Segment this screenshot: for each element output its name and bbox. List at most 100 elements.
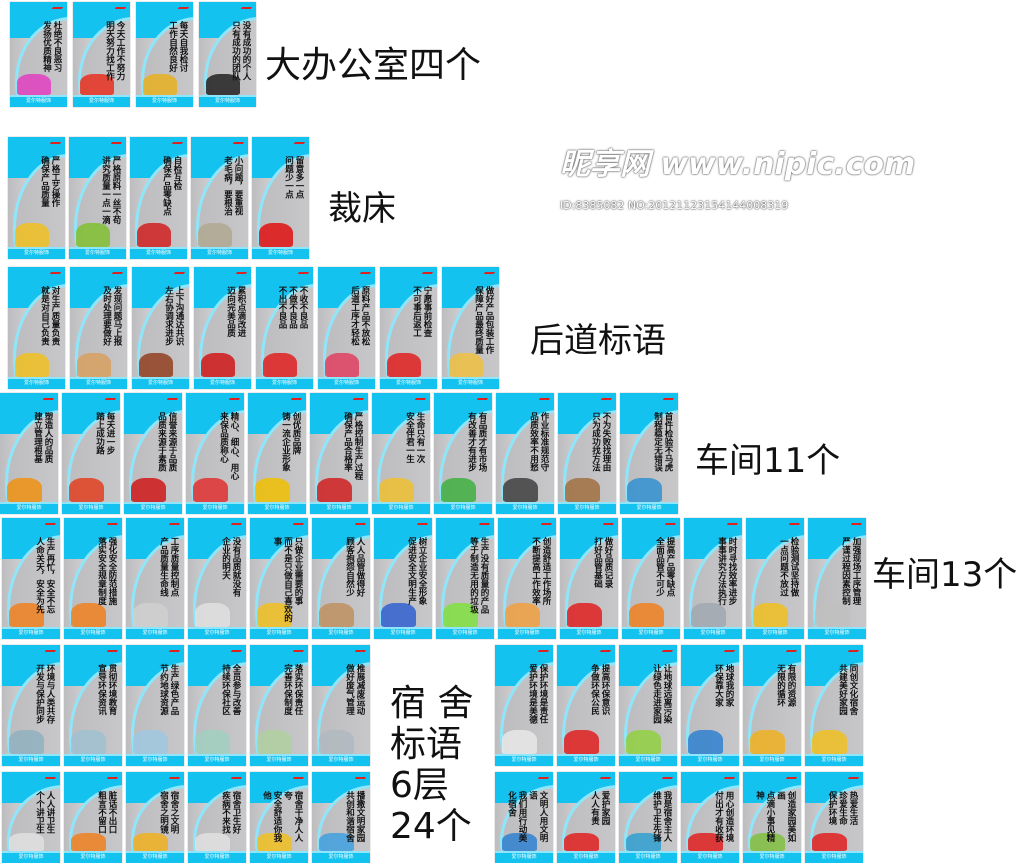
poster-illustration — [380, 602, 416, 627]
slogan-poster: 爱护家园人人有责爱尔特服饰 — [557, 772, 615, 863]
slogan-poster: 塑造人的品质建立管理根基爱尔特服饰 — [0, 393, 58, 514]
slogan-poster: 创造家园美如画点滴小事见精神爱尔特服饰 — [743, 772, 801, 863]
slogan-line: 播撒文明家园 — [355, 791, 365, 842]
poster-slogan: 人人品管做得好顾客抱怨自然少 — [316, 537, 366, 626]
slogan-line: 让绿色走进家园 — [651, 664, 662, 724]
poster-illustration — [70, 832, 106, 851]
slogan-line: 地球我的家 — [724, 664, 734, 707]
poster-slogan: 杜绝不良恶习发扬优质精神 — [14, 21, 63, 94]
slogan-line: 精心、细心、用心 — [229, 412, 239, 480]
slogan-poster: 推展减废运动做好废气管理爱尔特服饰 — [312, 645, 370, 766]
poster-slogan: 宿舍卫生好疾病不来找 — [192, 791, 242, 850]
slogan-poster: 严格工艺操作确保产品质量爱尔特服饰 — [8, 137, 65, 259]
poster-slogan: 生命只有一次安全伴君一生 — [376, 412, 426, 501]
slogan-poster: 精心、细心、用心来保品质称心爱尔特服饰 — [186, 393, 244, 514]
poster-slogan: 加强现场工序管理严谨过程因素控制 — [812, 537, 862, 626]
poster-illustration — [501, 832, 537, 851]
slogan-line: 人人品管做得好 — [355, 537, 365, 597]
slogan-poster: 地球我的家环保靠大家爱尔特服饰 — [681, 645, 739, 766]
slogan-poster: 脏话不出口粗言不留口爱尔特服饰 — [64, 772, 122, 863]
poster-slogan: 严格工艺操作确保产品质量 — [12, 156, 61, 246]
poster-slogan: 留意多一点问题少一点 — [256, 156, 305, 246]
poster-illustration — [811, 729, 847, 754]
poster-illustration — [501, 729, 537, 754]
poster-illustration — [14, 352, 50, 377]
slogan-poster: 热爱生活珍爱生命保护环境爱尔特服饰 — [805, 772, 863, 863]
poster-brand-strip: 爱尔特服饰 — [126, 754, 184, 766]
poster-brand-strip: 爱尔特服饰 — [188, 851, 246, 863]
poster-slogan: 自检互检确保产品零缺点 — [134, 156, 183, 246]
slogan-line: 安全伴君一生 — [404, 412, 415, 463]
poster-brand-strip: 爱尔特服饰 — [8, 247, 65, 259]
poster-brand-strip: 爱尔特服饰 — [622, 627, 680, 639]
slogan-line: 珍爱生命 — [837, 791, 848, 825]
poster-illustration — [563, 729, 599, 754]
group-label-finishing: 后道标语 — [530, 321, 666, 361]
slogan-poster: 落实环保责任完善环保制度爱尔特服饰 — [250, 645, 308, 766]
poster-illustration — [76, 352, 112, 377]
poster-slogan: 时时寻找效率进步事事讲究方法执行 — [688, 537, 738, 626]
slogan-poster: 文明人用文明语我们用行动美化宿舍爱尔特服饰 — [495, 772, 553, 863]
slogan-line: 宿舍干净人人夸 — [282, 791, 304, 842]
poster-illustration — [442, 602, 478, 627]
poster-illustration — [752, 602, 788, 627]
slogan-line: 强化安全防范措施 — [107, 537, 117, 605]
slogan-poster: 强化安全防范措施落实安全规章制度爱尔特服饰 — [64, 518, 122, 639]
slogan-poster: 发现问题马上报及时处理要做好爱尔特服饰 — [70, 267, 127, 389]
poster-brand-strip: 爱尔特服饰 — [124, 502, 182, 514]
poster-slogan: 树立企业安全形象促进安全文明生产 — [378, 537, 428, 626]
slogan-line: 后道工序才轻松 — [349, 286, 360, 346]
slogan-poster: 没有品质就没有企业的明天爱尔特服饰 — [188, 518, 246, 639]
slogan-line: 宿舍卫生好 — [231, 791, 241, 834]
group-label-dorm-3: 6层 — [390, 765, 449, 806]
slogan-line: 品质效率不用愁 — [528, 412, 539, 472]
slogan-line: 有限的资源 — [786, 664, 796, 707]
poster-slogan: 推展减废运动做好废气管理 — [316, 664, 366, 753]
slogan-poster: 不为失败找理由只为成功找方法爱尔特服饰 — [558, 393, 616, 514]
slogan-line: 今天工作不努力 — [115, 21, 125, 81]
slogan-line: 提高产品零缺点 — [665, 537, 675, 597]
slogan-line: 踏上成功路 — [94, 412, 105, 455]
slogan-line: 制程稳定无错误 — [652, 412, 663, 472]
slogan-poster: 原料产品不放松后道工序才轻松爱尔特服饰 — [318, 267, 375, 389]
poster-slogan: 工序质量控制点产品质量生命线 — [130, 537, 180, 626]
poster-brand-strip: 爱尔特服饰 — [70, 377, 127, 389]
slogan-line: 铸一流企业形象 — [280, 412, 291, 472]
slogan-line: 只为成功找方法 — [590, 412, 601, 472]
poster-slogan: 有品质才有市场有改善才有进步 — [438, 412, 488, 501]
slogan-line: 累积点滴改进 — [236, 286, 246, 337]
slogan-poster: 对生产质量负责就是对自己负责爱尔特服饰 — [8, 267, 65, 389]
poster-slogan: 小问题，要重视老毛病，要根治 — [195, 156, 244, 246]
poster-illustration — [6, 477, 42, 502]
slogan-line: 热爱生活 — [848, 791, 858, 825]
slogan-poster: 杜绝不良恶习发扬优质精神爱尔特服饰 — [10, 2, 67, 107]
poster-illustration — [256, 729, 292, 754]
slogan-line: 对生产质量负责 — [50, 286, 60, 346]
poster-slogan: 创优质品牌铸一流企业形象 — [252, 412, 302, 501]
slogan-line: 提高环保意识 — [600, 664, 610, 715]
poster-brand-strip: 爱尔特服饰 — [64, 627, 122, 639]
poster-brand-strip: 爱尔特服饰 — [684, 627, 742, 639]
poster-slogan: 文明人用文明语我们用行动美化宿舍 — [499, 791, 549, 850]
poster-illustration — [70, 602, 106, 627]
poster-slogan: 地球我的家环保靠大家 — [685, 664, 735, 753]
slogan-poster: 检验测试坚持做一点问题不放过爱尔特服饰 — [746, 518, 804, 639]
slogan-line: 我是宿舍主人 — [662, 791, 672, 842]
poster-brand-strip: 爱尔特服饰 — [250, 627, 308, 639]
slogan-line: 老毛病，要根治 — [222, 156, 233, 216]
poster-slogan: 热爱生活珍爱生命保护环境 — [809, 791, 858, 850]
poster-slogan: 每天自我检讨工作自然良好 — [140, 21, 189, 94]
poster-brand-strip: 爱尔特服饰 — [560, 627, 618, 639]
slogan-poster: 做好产品包装工作保障产品最终质量爱尔特服饰 — [442, 267, 499, 389]
slogan-line: 付出才有收获 — [713, 791, 724, 842]
poster-illustration — [70, 729, 106, 754]
poster-slogan: 落实环保责任完善环保制度 — [254, 664, 304, 753]
watermark-id: ID:8385082 NO:20121123154144008319 — [560, 199, 789, 212]
slogan-line: 保护环境 — [827, 791, 837, 825]
slogan-line: 左右协调求进步 — [163, 286, 174, 346]
slogan-line: 迈向完美品质 — [225, 286, 236, 337]
poster-illustration — [197, 222, 233, 247]
slogan-poster: 加强现场工序管理严谨过程因素控制爱尔特服饰 — [808, 518, 866, 639]
slogan-poster: 同创文化宿舍共建美好家园爱尔特服饰 — [805, 645, 863, 766]
slogan-line: 创造舒适工作场所 — [541, 537, 551, 605]
